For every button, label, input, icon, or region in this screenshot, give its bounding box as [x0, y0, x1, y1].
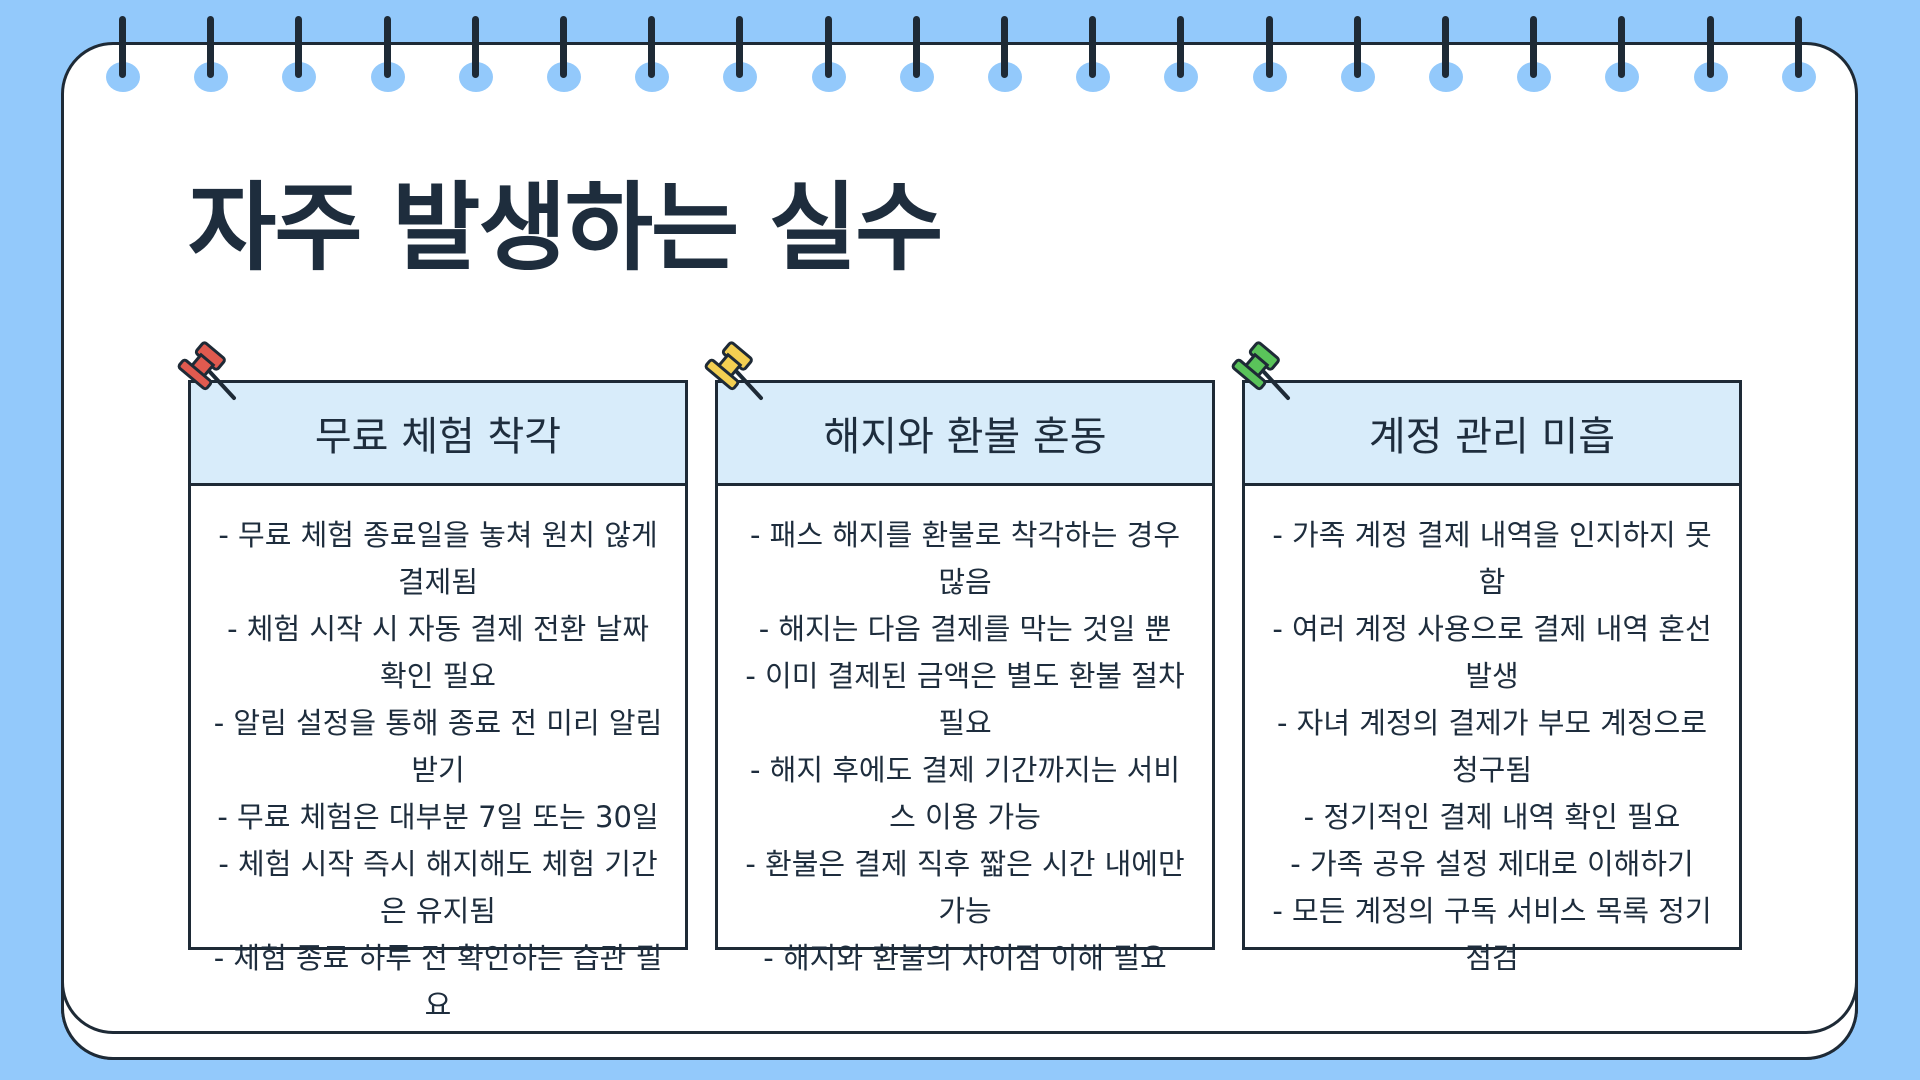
binding-ring	[723, 16, 758, 92]
binding-ring	[458, 16, 493, 92]
list-item: - 해지 후에도 결제 기간까지는 서비스 이용 가능	[749, 753, 1181, 834]
binding-ring	[1252, 16, 1287, 92]
list-item: - 체험 종료 하루 전 확인하는 습관 필요	[213, 941, 663, 1022]
binding-ring	[1605, 16, 1640, 92]
list-item: - 가족 계정 결제 내역을 인지하지 못함	[1272, 518, 1712, 599]
red-pushpin-icon	[177, 341, 236, 400]
binding-ring	[370, 16, 405, 92]
list-item: - 알림 설정을 통해 종료 전 미리 알림 받기	[213, 706, 663, 787]
card-heading: 계정 관리 미흡	[1245, 383, 1739, 486]
card-body: - 패스 해지를 환불로 착각하는 경우 많음 - 해지는 다음 결제를 막는 …	[718, 486, 1212, 982]
list-item: - 환불은 결제 직후 짧은 시간 내에만 가능	[745, 847, 1185, 928]
binding-ring	[1693, 16, 1728, 92]
list-item: - 모든 계정의 구독 서비스 목록 정기 점검	[1272, 894, 1712, 975]
binding-ring	[1517, 16, 1552, 92]
card-heading: 무료 체험 착각	[191, 383, 685, 486]
list-item: - 해지와 환불의 차이점 이해 필요	[763, 941, 1167, 975]
binding-ring	[811, 16, 846, 92]
card-heading: 해지와 환불 혼동	[718, 383, 1212, 486]
card-cancel-refund: 해지와 환불 혼동 - 패스 해지를 환불로 착각하는 경우 많음 - 해지는 …	[715, 380, 1215, 975]
binding-ring	[1076, 16, 1111, 92]
binding-ring	[1781, 16, 1816, 92]
list-item: - 체험 시작 즉시 해지해도 체험 기간은 유지됨	[218, 847, 658, 928]
card-body: - 가족 계정 결제 내역을 인지하지 못함 - 여러 계정 사용으로 결제 내…	[1245, 486, 1739, 982]
binding-ring	[1164, 16, 1199, 92]
binding-ring	[547, 16, 581, 92]
binding-ring	[899, 16, 934, 92]
list-item: - 정기적인 결제 내역 확인 필요	[1303, 800, 1681, 834]
binding-ring	[1340, 16, 1375, 92]
page-title: 자주 발생하는 실수	[188, 172, 943, 284]
card-free-trial: 무료 체험 착각 - 무료 체험 종료일을 놓쳐 원치 않게 결제됨 - 체험 …	[188, 380, 688, 1022]
green-pushpin-icon	[1231, 341, 1290, 400]
binding-ring	[1429, 16, 1463, 92]
list-item: - 해지는 다음 결제를 막는 것일 뿐	[758, 612, 1172, 646]
list-item: - 패스 해지를 환불로 착각하는 경우 많음	[749, 518, 1181, 599]
list-item: - 여러 계정 사용으로 결제 내역 혼선 발생	[1272, 612, 1712, 693]
binding-ring	[635, 16, 670, 92]
binding-ring	[106, 16, 140, 92]
binding-ring	[282, 16, 317, 92]
list-item: - 무료 체험은 대부분 7일 또는 30일	[217, 800, 659, 834]
binding-ring	[988, 16, 1022, 92]
list-item: - 이미 결제된 금액은 별도 환불 절차 필요	[745, 659, 1185, 740]
yellow-pushpin-icon	[704, 341, 763, 400]
list-item: - 가족 공유 설정 제대로 이해하기	[1290, 847, 1694, 881]
card-body: - 무료 체험 종료일을 놓쳐 원치 않게 결제됨 - 체험 시작 시 자동 결…	[191, 486, 685, 1029]
card-account-management: 계정 관리 미흡 - 가족 계정 결제 내역을 인지하지 못함 - 여러 계정 …	[1242, 380, 1742, 975]
list-item: - 무료 체험 종료일을 놓쳐 원치 않게 결제됨	[218, 518, 658, 599]
list-item: - 자녀 계정의 결제가 부모 계정으로 청구됨	[1276, 706, 1708, 787]
list-item: - 체험 시작 시 자동 결제 전환 날짜 확인 필요	[227, 612, 649, 693]
binding-ring	[194, 16, 229, 92]
